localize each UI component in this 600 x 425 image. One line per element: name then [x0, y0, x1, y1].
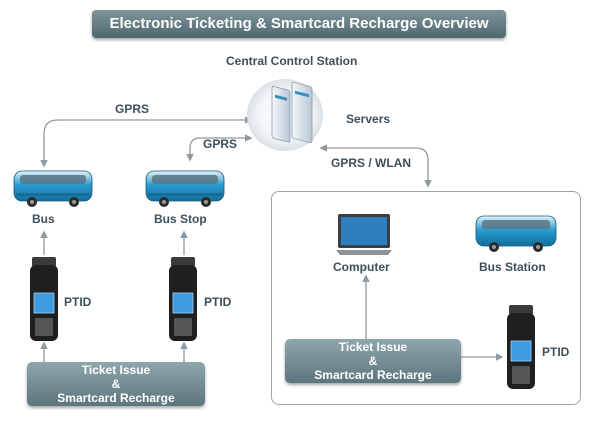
bus-stop-label: Bus Stop: [154, 212, 207, 226]
ptid-device-station-icon: [507, 305, 535, 389]
bus-station-label: Bus Station: [479, 260, 546, 274]
ptid-device-mid-icon: [169, 257, 197, 341]
bus-label: Bus: [32, 212, 55, 226]
link-station-server: [319, 144, 432, 188]
ptid-device-left-icon: [30, 257, 58, 341]
link-busstop-server: [186, 134, 253, 162]
ticket-box-station-line1: Ticket Issue: [338, 340, 408, 354]
computer-label: Computer: [333, 260, 390, 274]
laptop-icon: [336, 214, 392, 255]
ptid-left-label: PTID: [64, 295, 92, 309]
central-control-station-label: Central Control Station: [226, 54, 358, 68]
ticket-box-station-line2: &: [368, 354, 378, 368]
ticket-issue-box-station: Ticket Issue & Smartcard Recharge: [285, 339, 461, 383]
servers-label: Servers: [346, 112, 391, 126]
ptid-mid-label: PTID: [204, 295, 232, 309]
link-bus-server: [40, 116, 253, 168]
ticket-box-left-line2: &: [111, 377, 121, 391]
ticket-box-left-line3: Smartcard Recharge: [57, 391, 175, 405]
ticket-box-station-line3: Smartcard Recharge: [314, 368, 432, 382]
connectors: [40, 116, 504, 362]
gprs-busstop-link-label: GPRS: [203, 137, 238, 151]
bus-icon: [13, 170, 93, 207]
gprs-wlan-link-label: GPRS / WLAN: [331, 156, 411, 170]
ptid-station-label: PTID: [542, 345, 570, 359]
ticket-box-left-line1: Ticket Issue: [81, 363, 151, 377]
bus-station-bus-icon: [475, 215, 557, 252]
gprs-bus-link-label: GPRS: [115, 102, 150, 116]
servers-icon: [247, 79, 323, 151]
ticket-issue-box-left: Ticket Issue & Smartcard Recharge: [27, 362, 205, 406]
diagram-title: Electronic Ticketing & Smartcard Recharg…: [92, 10, 506, 38]
bus-stop-icon: [145, 170, 225, 207]
